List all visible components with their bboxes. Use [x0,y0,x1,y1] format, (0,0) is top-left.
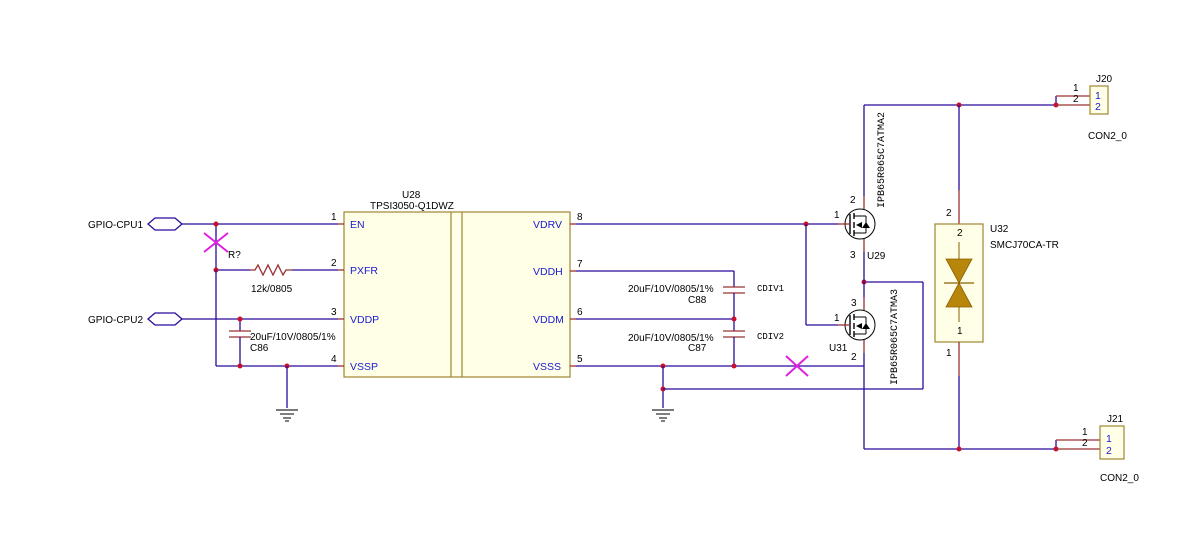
no-connect-mark [785,355,809,377]
junction [237,363,243,369]
net-label-gpio-cpu1: GPIO-CPU1 [88,220,143,231]
j20-pin2-number: 2 [1073,94,1079,105]
u28-pin-vddp: VDDP [350,314,379,326]
u28-value: TPSI3050-Q1DWZ [370,201,454,212]
j21-pin1-label: 1 [1106,433,1112,445]
c88-value: 20uF/10V/0805/1% [628,284,714,295]
j20-pin1-label: 1 [1095,90,1101,102]
junction [731,316,737,322]
port-gpio-cpu1[interactable] [147,217,183,231]
u28-pin-vddh: VDDH [533,266,563,278]
u28-pin-number: 8 [577,212,583,223]
u28-pin-number: 3 [331,307,337,318]
u29-pin-drain: 2 [850,195,856,206]
u32-ref: U32 [990,224,1009,235]
u28-pin-vssp: VSSP [350,361,378,373]
resistor-symbol[interactable] [250,263,292,277]
j21-pin1-number: 1 [1082,427,1088,438]
net-label-gpio-cpu2: GPIO-CPU2 [88,315,143,326]
u31-pin-source: 2 [851,352,857,363]
c87-value: 20uF/10V/0805/1% [628,333,714,344]
resistor-value: 12k/0805 [251,284,293,295]
j20-ref: J20 [1096,74,1113,85]
u28-pin-number: 2 [331,258,337,269]
c87-ref: C87 [688,343,707,354]
ground-symbol-right [652,409,674,422]
j21-value: CON2_0 [1100,473,1139,484]
junction [213,221,219,227]
j20-pin2-label: 2 [1095,101,1101,113]
u29-ref: U29 [867,251,886,262]
c86-value: 20uF/10V/0805/1% [250,332,336,343]
u28-pin-en: EN [350,219,365,231]
ground-symbol-left [276,409,298,422]
c88-label: CDIV1 [757,284,784,294]
u28-pin-number: 7 [577,259,583,270]
u29-pin-source: 3 [850,250,856,261]
u32-pin-top-inner: 2 [957,228,963,239]
tvs-diode-icon [945,282,973,308]
u28-pin-number: 6 [577,307,583,318]
j20-body[interactable] [1089,85,1109,115]
u28-pin-vsss: VSSS [533,361,561,373]
j21-body[interactable] [1099,425,1125,460]
u28-pin-number: 1 [331,212,337,223]
u31-pin-gate: 1 [834,313,840,324]
c87-label: CDIV2 [757,332,784,342]
tvs-diode-icon [945,258,973,284]
u28-pin-vdrv: VDRV [533,219,562,231]
u28-ref: U28 [402,190,421,201]
u29-value: IPB65R065C7ATMA2 [877,112,888,208]
junction [956,446,962,452]
u32-pin-bottom-inner: 1 [957,326,963,337]
no-connect-mark [203,232,229,253]
u28-pin-vddm: VDDM [533,314,564,326]
u28-pin-number: 5 [577,354,583,365]
j21-pin2-label: 2 [1106,445,1112,457]
u28-pin-number: 4 [331,354,337,365]
j20-value: CON2_0 [1088,131,1127,142]
u31-ref: U31 [829,343,848,354]
u31-value: IPB65R065C7ATMA3 [890,289,901,385]
u29-pin-gate: 1 [834,210,840,221]
junction [731,363,737,369]
c88-ref: C88 [688,295,707,306]
port-gpio-cpu2[interactable] [147,312,183,326]
u28-pin-pxfr: PXFR [350,265,378,277]
j21-ref: J21 [1107,414,1124,425]
j20-pin1-number: 1 [1073,83,1079,94]
junction [237,316,243,322]
u28-body[interactable] [343,211,571,378]
resistor-ref: R? [228,250,241,261]
u32-pin-bottom: 1 [946,348,952,359]
u31-pin-drain: 3 [851,298,857,309]
j21-pin2-number: 2 [1082,438,1088,449]
c86-ref: C86 [250,343,269,354]
u32-value: SMCJ70CA-TR [990,240,1059,251]
u32-pin-top: 2 [946,208,952,219]
